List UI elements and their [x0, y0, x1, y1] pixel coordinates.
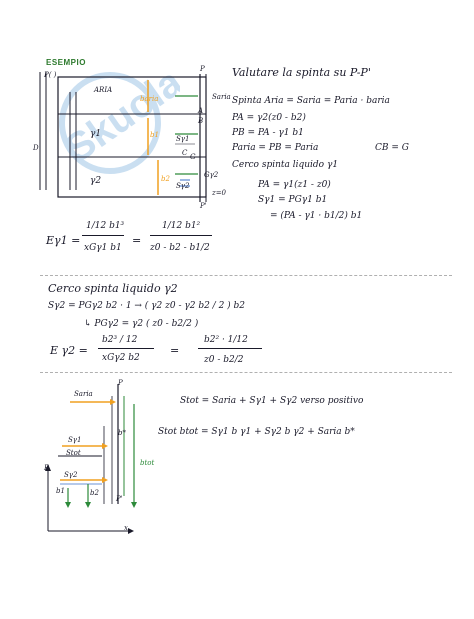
label-b2: b2: [161, 175, 170, 183]
fraction-bar-4: [198, 348, 262, 349]
s3-p-bottom: P': [116, 495, 123, 503]
label-z0: z=0: [212, 189, 227, 197]
s3-eq2: Stot btot = Sγ1 b γ1 + Sγ2 b γ2 + Saria …: [158, 427, 355, 437]
e-g1-eq: =: [132, 234, 142, 247]
notes-line5: PA = γ1(z1 - z0): [258, 180, 331, 190]
notes-heading: Valutare la spinta su P-P': [232, 66, 371, 79]
section2-heading: Cerco spinta liquido γ2: [48, 282, 178, 295]
label-p-top: P: [200, 65, 205, 73]
notes-heading2: Cerco spinta liquido γ1: [232, 160, 339, 170]
separator-2: [40, 372, 452, 373]
label-s-g1: Sγ1: [176, 135, 190, 143]
s3-p-top: P: [118, 379, 123, 387]
s3-b-label: B: [44, 464, 50, 472]
e-g1-den2: z0 - b2 - b1/2: [150, 243, 210, 253]
label-b1: b1: [150, 131, 159, 139]
label-p-top-left: P( ): [44, 71, 57, 79]
e-g2-den2: z0 - b2/2: [204, 355, 244, 365]
e-g2-den1: xGγ2 b2: [102, 353, 140, 363]
label-baria: baria: [140, 95, 159, 103]
label-d: D: [33, 144, 39, 152]
fraction-bar-1: [82, 235, 124, 236]
resultant-force-diagram: [45, 384, 137, 534]
separator-1: [40, 275, 452, 276]
e-g1-num1: 1/12 b1³: [86, 221, 125, 231]
section2-line1: Sγ2 = PGγ2 b2 · 1 → ( γ2 z0 - γ2 b2 / 2 …: [48, 301, 246, 311]
label-aria: ARIA: [94, 86, 113, 94]
e-g2-lhs: E γ2 =: [50, 344, 88, 357]
e-g1-num2: 1/12 b1²: [162, 221, 201, 231]
label-g-g2: Gγ2: [204, 171, 219, 179]
e-g2-num2: b2² · 1/12: [204, 335, 248, 345]
label-b: B: [198, 117, 204, 125]
e-g1-den1: xGγ1 b1: [84, 243, 122, 253]
s3-btot: btot: [140, 459, 155, 467]
s3-s-g2: Sγ2: [64, 471, 78, 479]
section2-line2: ↳ PGγ2 = γ2 ( z0 - b2/2 ): [84, 319, 199, 329]
label-c: C: [182, 149, 188, 157]
notes-line1: Spinta Aria = Saria = Paria · baria: [232, 96, 390, 106]
tank-diagram: [39, 72, 207, 202]
e-g2-num1: b2³ / 12: [102, 335, 138, 345]
label-p-prime: P': [200, 202, 207, 210]
fraction-bar-3: [98, 348, 154, 349]
label-gamma2: γ2: [90, 176, 102, 186]
s3-s-tot: Stot: [66, 449, 81, 457]
e-g2-eq: =: [170, 344, 180, 357]
notes-line3: PB = PA - γ1 b1: [232, 128, 304, 138]
s3-bstar: b*: [118, 429, 126, 437]
s3-s-g1: Sγ1: [68, 436, 82, 444]
label-s-aria: Saria: [212, 93, 231, 101]
s3-x-label: x: [124, 524, 128, 532]
notes-line2: PA = γ2(z0 - b2): [232, 113, 306, 123]
notes-line4b: CB = G: [375, 143, 409, 153]
label-a: A: [198, 107, 204, 115]
s3-s-aria: Saria: [74, 390, 93, 398]
s3-b1: b1: [56, 487, 65, 495]
notes-line6: Sγ1 = PGγ1 b1: [258, 195, 328, 205]
label-s-g2: Sγ2: [176, 182, 190, 190]
s3-eq1: Stot = Saria + Sγ1 + Sγ2 verso positivo: [180, 396, 364, 406]
page-title: ESEMPIO: [46, 58, 86, 67]
label-g-g1: G: [190, 153, 196, 161]
notes-line4: Paria = PB = Paria: [232, 143, 319, 153]
fraction-bar-2: [150, 235, 212, 236]
s3-b2: b2: [90, 489, 99, 497]
watermark-logo: Skuola: [58, 60, 180, 174]
notes-line7: = (PA - γ1 · b1/2) b1: [270, 211, 363, 221]
label-gamma1: γ1: [90, 129, 102, 139]
e-g1-lhs: Eγ1 =: [46, 234, 81, 247]
